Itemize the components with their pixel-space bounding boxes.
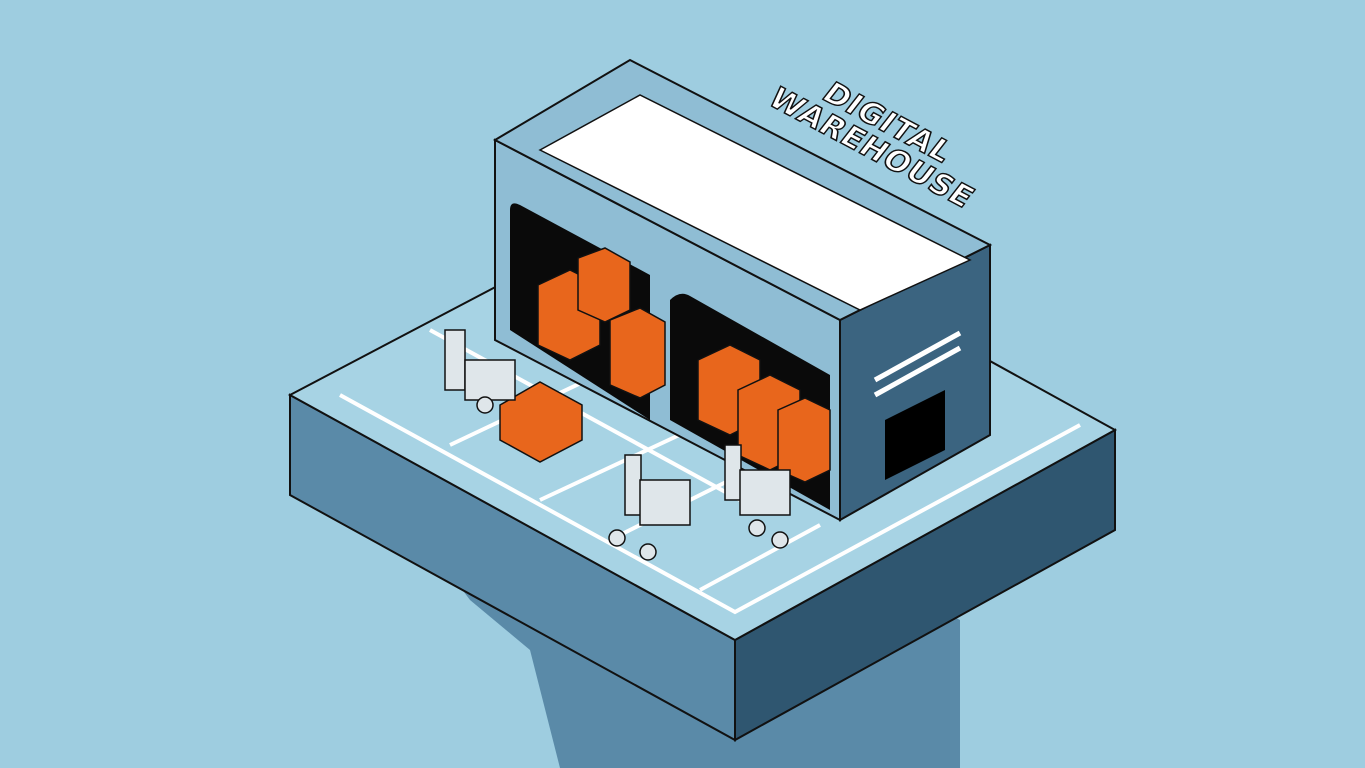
- roof: [538, 94, 972, 311]
- front-stripe-2: [873, 345, 962, 398]
- pallet-boxes: [499, 247, 831, 483]
- forklift-3-mast: [724, 444, 742, 501]
- front-door: [885, 390, 945, 480]
- forklift-2-body: [639, 479, 691, 526]
- forklift-2-mast: [624, 454, 642, 516]
- forklift-1-mast: [444, 329, 466, 391]
- forklifts: [444, 329, 791, 561]
- forklift-3-body: [739, 469, 791, 516]
- front-stripe-1: [873, 330, 962, 383]
- forklift-1-body: [464, 359, 516, 401]
